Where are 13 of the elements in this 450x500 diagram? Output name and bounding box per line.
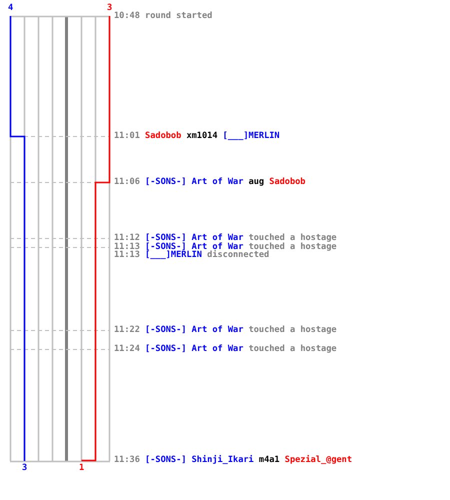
event-line: 11:01 Sadobob xm1014 [___]MERLIN (114, 132, 280, 140)
event-line: 11:12 [-SONS-] Art of War touched a hostage (114, 234, 337, 242)
count-label: 3 (107, 4, 112, 12)
event-line: 11:13 [___]MERLIN disconnected (114, 250, 270, 260)
event-line: 10:48 round started (114, 12, 212, 20)
count-label: 4 (8, 4, 14, 12)
event-line: 11:06 [-SONS-] Art of War aug Sadobob (114, 178, 306, 186)
event-line: 11:36 [-SONS-] Shinji_Ikari m4a1 Spezial_@gent (114, 456, 352, 464)
event-line: 11:24 [-SONS-] Art of War touched a hostage (114, 344, 337, 354)
count-label: 3 (22, 464, 28, 472)
count-label: 1 (79, 464, 84, 472)
event-line: 11:22 [-SONS-] Art of War touched a hostage (114, 326, 337, 334)
event-line: 11:13 [-SONS-] Art of War touched a hostage (114, 242, 337, 252)
